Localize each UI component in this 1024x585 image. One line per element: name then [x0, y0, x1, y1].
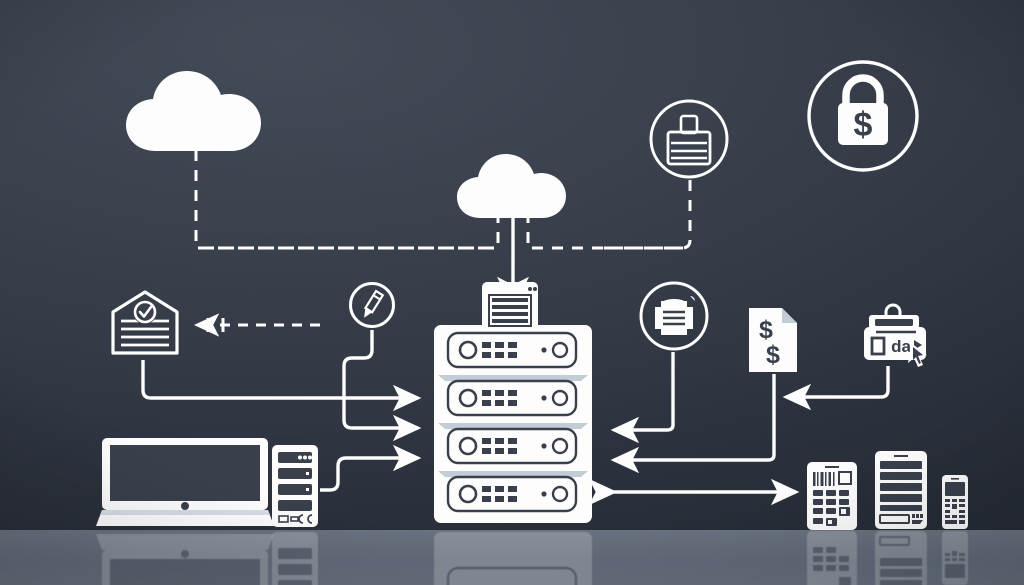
connection-cloud-center-bus-left	[196, 212, 500, 250]
cursor-arrow-icon	[908, 343, 927, 367]
certificate-node[interactable]	[106, 288, 184, 356]
connection-tower-to-server	[320, 444, 422, 492]
connection-pencil-to-server	[342, 330, 422, 442]
toolbox-text-glyph: da	[891, 337, 911, 356]
invoice-dollar-icon: $ $	[749, 308, 797, 372]
pos-terminal-icon	[807, 462, 857, 530]
desktop-monitor-node[interactable]	[96, 436, 274, 530]
server-unit[interactable]	[446, 475, 578, 513]
lock-dollar-glyph: $	[854, 106, 873, 144]
tower-pc-node[interactable]	[270, 443, 320, 529]
reflective-floor	[0, 530, 1024, 585]
pos-terminal-node[interactable]	[806, 461, 858, 531]
invoice-dollar-glyph-2: $	[766, 341, 780, 369]
server-monitor-node[interactable]	[481, 281, 539, 331]
id-card-circle-icon	[649, 99, 729, 179]
certificate-check-icon	[111, 290, 179, 355]
invoice-node[interactable]: $ $	[746, 305, 800, 375]
secure-lock-node[interactable]: $	[805, 58, 921, 174]
tower-pc-icon	[272, 445, 318, 527]
server-unit[interactable]	[446, 331, 578, 369]
cloud-center-node[interactable]	[455, 148, 573, 220]
tablet-icon	[875, 451, 927, 529]
cloud-icon	[126, 71, 261, 151]
database-node[interactable]	[637, 279, 711, 353]
cloud-icon	[457, 154, 566, 218]
invoice-dollar-glyph-1: $	[759, 316, 773, 344]
server-stack-node[interactable]	[432, 323, 594, 525]
edit-pencil-node[interactable]	[348, 281, 396, 329]
server-unit[interactable]	[446, 427, 578, 465]
browser-window-icon	[482, 282, 538, 330]
lock-dollar-circle-icon: $	[807, 60, 919, 172]
connection-cloud-center-bus-right	[526, 212, 690, 250]
database-circle-icon	[639, 281, 709, 351]
toolbox-node[interactable]: da	[857, 300, 935, 368]
connection-certificate-to-server	[141, 360, 422, 412]
server-unit[interactable]	[446, 379, 578, 417]
mobile-phone-icon	[942, 475, 968, 529]
connection-server-to-invoice	[610, 374, 776, 474]
cloud-left-node[interactable]	[123, 63, 271, 153]
desktop-monitor-icon	[96, 438, 274, 526]
id-card-node[interactable]	[648, 98, 730, 180]
briefcase-cursor-icon: da	[864, 303, 927, 367]
connection-toolbox-to-invoice	[782, 366, 890, 411]
mobile-phone-node[interactable]	[941, 474, 969, 530]
connection-cloud-left-to-bus	[194, 150, 497, 250]
pencil-circle-icon	[349, 282, 395, 328]
connection-server-to-database	[610, 352, 675, 444]
connection-id-card-to-bus	[600, 180, 692, 250]
tablet-node[interactable]	[874, 450, 928, 530]
server-rack-icon	[434, 325, 592, 523]
